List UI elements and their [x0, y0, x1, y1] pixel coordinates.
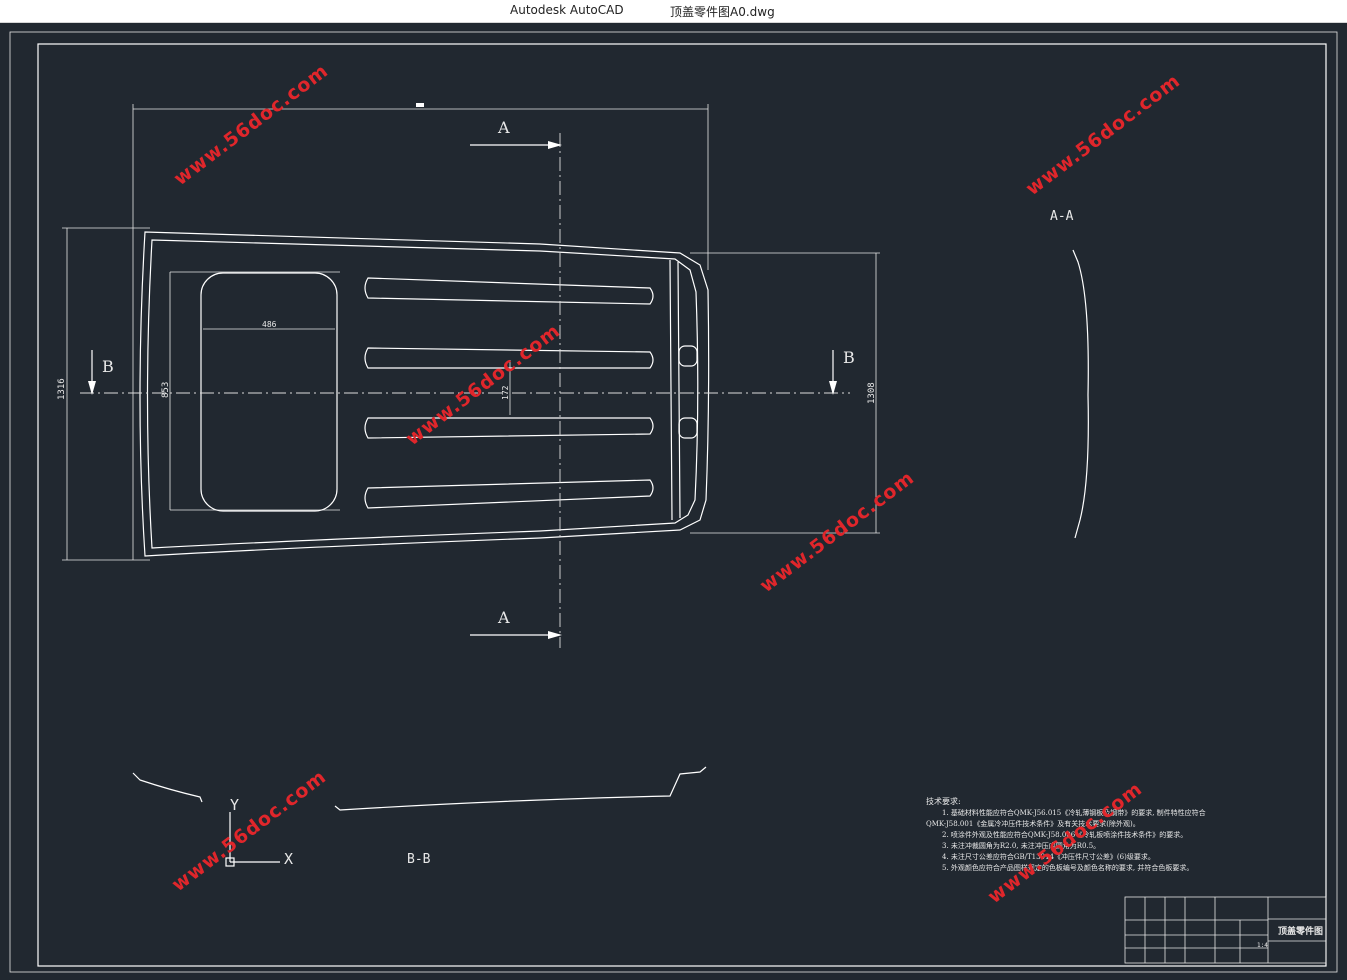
section-b-left-arrow: [88, 381, 96, 395]
roof-outline: [139, 231, 710, 557]
sunroof-opening: [200, 272, 338, 512]
section-a-bottom-arrow: [548, 631, 562, 639]
watermark-2: www.56doc.com: [1022, 70, 1185, 200]
dim-small: 172: [501, 385, 510, 400]
app-title: Autodesk AutoCAD: [510, 3, 624, 17]
title-block: [1124, 896, 1327, 964]
dim-text-marker: [416, 103, 424, 107]
tech-req-line-5: 4. 未注尺寸公差应符合GB/T13914《冲压件尺寸公差》(6)级要求。: [942, 852, 1155, 861]
title-block-scale: 1:4: [1257, 942, 1268, 949]
rib-3: [364, 417, 654, 439]
inner-border: [37, 43, 1327, 967]
section-b-right-label: B: [843, 348, 855, 367]
watermark-3: www.56doc.com: [402, 320, 565, 450]
section-b-right-arrow: [829, 381, 837, 395]
outer-border: [9, 31, 1338, 973]
ucs-y-label: Y: [230, 796, 239, 814]
watermark-4: www.56doc.com: [756, 467, 919, 597]
section-aa-profile: [1072, 249, 1089, 539]
rib-4: [364, 479, 654, 509]
section-a-top-arrow: [548, 141, 562, 149]
dim-overall-height: 1316: [57, 378, 67, 400]
section-a-top-label: A: [497, 118, 510, 137]
section-bb-profile-right: [334, 766, 707, 811]
dim-right-height: 1308: [867, 382, 877, 404]
drawing-canvas[interactable]: 1316 853 1308 486 172 A A B B A-A B-B: [0, 23, 1347, 980]
rib-1: [364, 277, 654, 305]
tech-req-heading: 技术要求:: [926, 796, 961, 806]
rib-2: [364, 347, 654, 369]
view-aa-label: A-A: [1050, 209, 1074, 224]
section-a-bottom-label: A: [497, 608, 510, 627]
title-bar: Autodesk AutoCAD 顶盖零件图A0.dwg: [0, 0, 1347, 23]
section-b-left-label: B: [102, 357, 114, 376]
section-bb-profile-left: [132, 772, 203, 803]
watermark-1: www.56doc.com: [170, 60, 333, 190]
dim-width: 486: [262, 320, 277, 329]
cad-drawing: 1316 853 1308 486 172 A A B B A-A B-B: [9, 31, 1338, 973]
front-rail: [669, 259, 681, 521]
title-block-part-name: 顶盖零件图: [1278, 925, 1323, 937]
watermark-5: www.56doc.com: [168, 766, 331, 896]
ucs-origin-icon: [225, 857, 235, 867]
tech-req-line-2: QMK-J58.001《金属冷冲压件技术条件》及有关技术要求(除外观)。: [926, 819, 1140, 828]
tech-req-line-6: 5. 外观颜色应符合产品图样规定的色板编号及颜色名称的要求, 并符合色板要求。: [942, 863, 1193, 872]
mount-hole-2: [678, 417, 698, 439]
tech-req-line-1: 1. 基础材料性能应符合QMK-J56.015《冷轧薄钢板及钢带》的要求, 制件…: [942, 808, 1206, 817]
ucs-x-label: X: [284, 850, 293, 868]
mount-hole-1: [678, 345, 698, 367]
tech-req-line-3: 2. 喷涂件外观及性能应符合QMK-J58.006《冷轧板喷涂件技术条件》的要求…: [942, 830, 1187, 839]
document-title: 顶盖零件图A0.dwg: [670, 5, 775, 19]
view-bb-label: B-B: [407, 852, 431, 867]
dim-inner-height: 853: [161, 382, 171, 398]
tech-req-line-4: 3. 未注冲裁圆角为R2.0, 未注冲压内圆角为R0.5。: [942, 841, 1100, 850]
roof-inner-outline: [146, 239, 699, 549]
